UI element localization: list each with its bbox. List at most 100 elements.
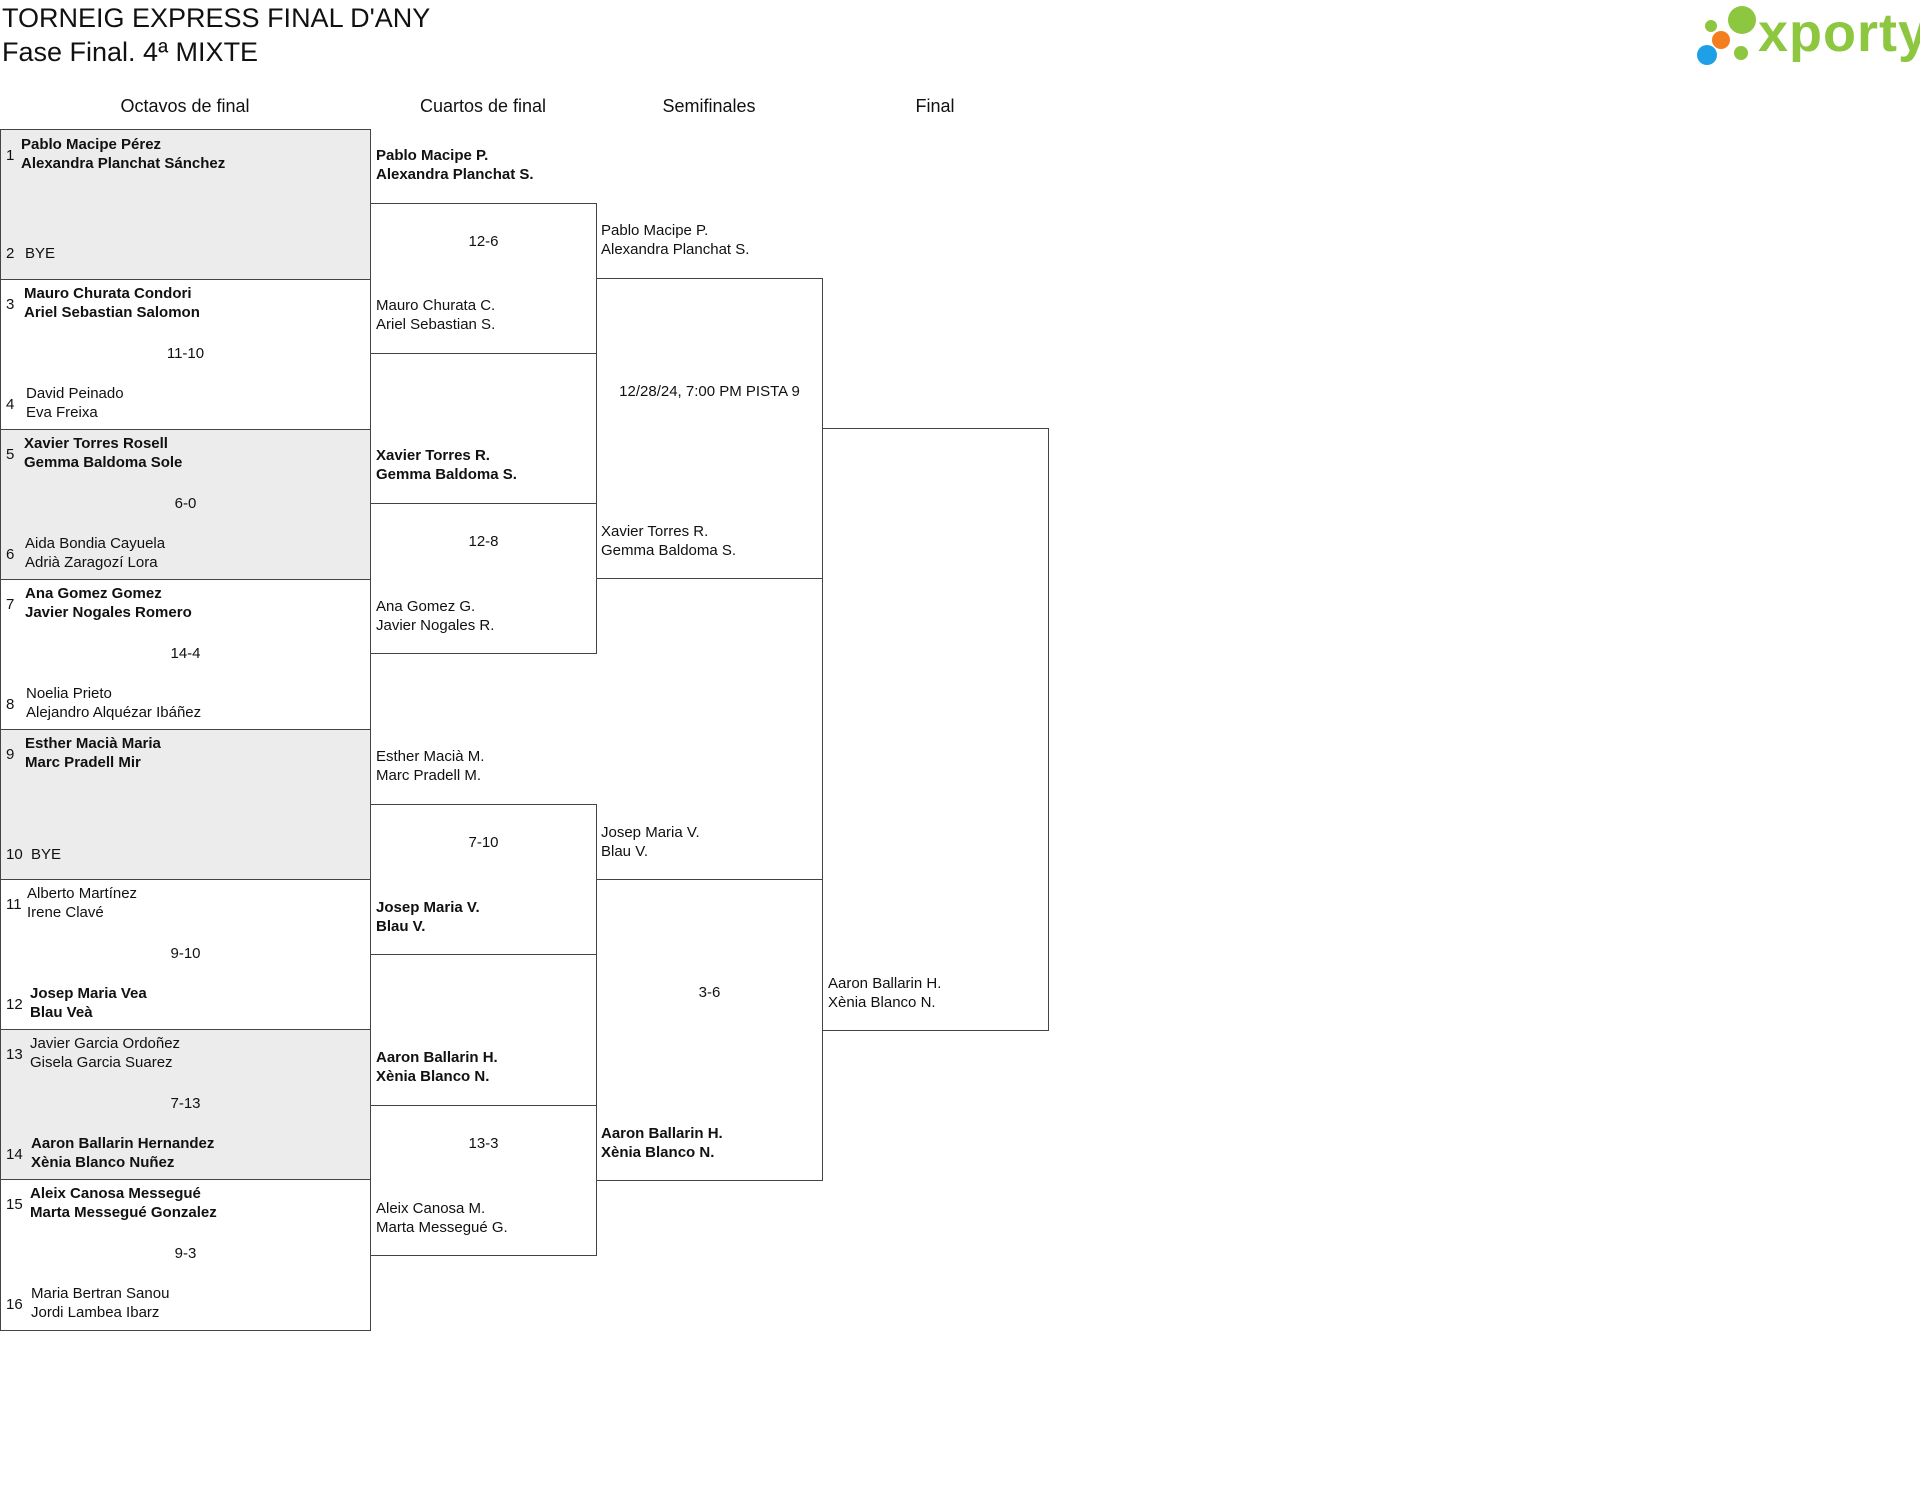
player-name: Blau Veà	[30, 1004, 93, 1021]
qf-team-name: Ana Gomez G.	[376, 598, 476, 615]
tournament-subtitle: Fase Final. 4ª MIXTE	[2, 37, 259, 67]
qf-team-name: Ariel Sebastian S.	[376, 316, 496, 333]
qf-team-name: Josep Maria V.	[376, 899, 480, 916]
player-name: Noelia Prieto	[26, 685, 112, 702]
r16-match-5: 9 Esther Macià Maria Marc Pradell Mir 10…	[0, 729, 371, 880]
qf-team-name: Gemma Baldoma S.	[376, 466, 517, 483]
player-name: Josep Maria Vea	[30, 985, 147, 1002]
player-name: Marta Messegué Gonzalez	[30, 1204, 217, 1221]
r16-match-1: 1 Pablo Macipe Pérez Alexandra Planchat …	[0, 129, 371, 280]
match-score: 6-0	[174, 495, 197, 512]
logo-dot-green-large	[1728, 6, 1756, 34]
seed-number: 2	[6, 245, 15, 262]
player-name: Ariel Sebastian Salomon	[24, 304, 200, 321]
player-name: Xènia Blanco Nuñez	[31, 1154, 175, 1171]
r16-match-3: 5 Xavier Torres Rosell Gemma Baldoma Sol…	[0, 429, 371, 580]
logo-dot-orange	[1712, 31, 1730, 49]
sf-team-name: Aaron Ballarin H.	[601, 1125, 723, 1142]
logo-text: xporty	[1758, 3, 1920, 63]
seed-number: 4	[6, 396, 15, 413]
qf-team-name: Xènia Blanco N.	[376, 1068, 490, 1085]
player-name: Jordi Lambea Ibarz	[31, 1304, 160, 1321]
qf-score: 13-3	[468, 1135, 499, 1152]
sf-match-info: 12/28/24, 7:00 PM PISTA 9	[619, 383, 800, 400]
seed-number: 14	[6, 1146, 23, 1163]
qf-team-name: Pablo Macipe P.	[376, 147, 489, 164]
tournament-title: TORNEIG EXPRESS FINAL D'ANY	[2, 3, 431, 33]
sf-team-name: Pablo Macipe P.	[601, 222, 709, 239]
qf-team-name: Xavier Torres R.	[376, 447, 490, 464]
qf-team-name: Marta Messegué G.	[376, 1219, 508, 1236]
final-team-name: Aaron Ballarin H.	[828, 975, 942, 992]
match-score: 9-10	[170, 945, 201, 962]
player-name: Alberto Martínez	[27, 885, 138, 902]
sf-team-name: Xavier Torres R.	[601, 523, 709, 540]
player-name: Marc Pradell Mir	[25, 754, 141, 771]
qf-team-name: Alexandra Planchat S.	[376, 166, 534, 183]
match-score: 11-10	[166, 345, 205, 362]
qf-score: 12-6	[468, 233, 499, 250]
seed-number: 7	[6, 596, 15, 613]
round-header-cuartos: Cuartos de final	[419, 96, 547, 116]
xporty-logo: xporty	[1694, 2, 1920, 68]
seed-number: 16	[6, 1296, 23, 1313]
player-name: Alexandra Planchat Sánchez	[21, 155, 226, 172]
player-name: Aleix Canosa Messegué	[30, 1185, 201, 1202]
player-name: Javier Garcia Ordoñez	[30, 1035, 181, 1052]
sf-team-name: Alexandra Planchat S.	[601, 241, 750, 258]
final-team-name: Xènia Blanco N.	[828, 994, 936, 1011]
sf-team-name: Blau V.	[601, 843, 648, 860]
seed-number: 15	[6, 1196, 23, 1213]
player-name: BYE	[25, 245, 56, 262]
round-header-octavos: Octavos de final	[120, 96, 250, 116]
r16-match-2: 3 Mauro Churata Condori Ariel Sebastian …	[0, 279, 371, 430]
player-name: Mauro Churata Condori	[24, 285, 192, 302]
player-name: BYE	[31, 846, 62, 863]
qf-team-name: Aleix Canosa M.	[376, 1200, 486, 1217]
sf-team-name: Josep Maria V.	[601, 824, 700, 841]
player-name: Eva Freixa	[26, 404, 98, 421]
seed-number: 13	[6, 1046, 23, 1063]
logo-dot-green-bottom	[1734, 46, 1748, 60]
player-name: Adrià Zaragozí Lora	[25, 554, 158, 571]
qf-team-name: Marc Pradell M.	[376, 767, 482, 784]
player-name: Javier Nogales Romero	[25, 604, 192, 621]
match-score: 14-4	[170, 645, 201, 662]
qf-team-name: Aaron Ballarin H.	[376, 1049, 498, 1066]
qf-score: 12-8	[468, 533, 499, 550]
player-name: Ana Gomez Gomez	[25, 585, 162, 602]
seed-number: 11	[6, 896, 22, 913]
seed-number: 8	[6, 696, 15, 713]
qf-team-name: Mauro Churata C.	[376, 297, 496, 314]
sf-team-name: Xènia Blanco N.	[601, 1144, 715, 1161]
sf-team-name: Gemma Baldoma S.	[601, 542, 737, 559]
r16-match-7: 13 Javier Garcia Ordoñez Gisela Garcia S…	[0, 1029, 371, 1180]
player-name: Alejandro Alquézar Ibáñez	[26, 704, 202, 721]
player-name: Maria Bertran Sanou	[31, 1285, 170, 1302]
logo-dot-green-small	[1705, 20, 1717, 32]
qf-team-name: Blau V.	[376, 918, 426, 935]
player-name: David Peinado	[26, 385, 124, 402]
qf-score: 7-10	[468, 834, 499, 851]
round-header-final: Final	[915, 96, 955, 116]
logo-dot-blue	[1697, 45, 1717, 65]
player-name: Aida Bondia Cayuela	[25, 535, 166, 552]
qf-team-name: Esther Macià M.	[376, 748, 485, 765]
seed-number: 3	[6, 296, 15, 313]
match-score: 7-13	[170, 1095, 201, 1112]
player-name: Gemma Baldoma Sole	[24, 454, 183, 471]
final-connector	[822, 428, 1049, 1031]
player-name: Xavier Torres Rosell	[24, 435, 168, 452]
player-name: Esther Macià Maria	[25, 735, 161, 752]
player-name: Gisela Garcia Suarez	[30, 1054, 173, 1071]
player-name: Irene Clavé	[27, 904, 104, 921]
seed-number: 6	[6, 546, 15, 563]
seed-number: 9	[6, 746, 15, 763]
sf-score: 3-6	[698, 984, 721, 1001]
r16-match-6: 11 Alberto Martínez Irene Clavé 9-10 12 …	[0, 879, 371, 1030]
seed-number: 10	[6, 846, 23, 863]
player-name: Aaron Ballarin Hernandez	[31, 1135, 215, 1152]
r16-match-8: 15 Aleix Canosa Messegué Marta Messegué …	[0, 1179, 371, 1331]
seed-number: 1	[6, 147, 15, 164]
seed-number: 12	[6, 996, 23, 1013]
